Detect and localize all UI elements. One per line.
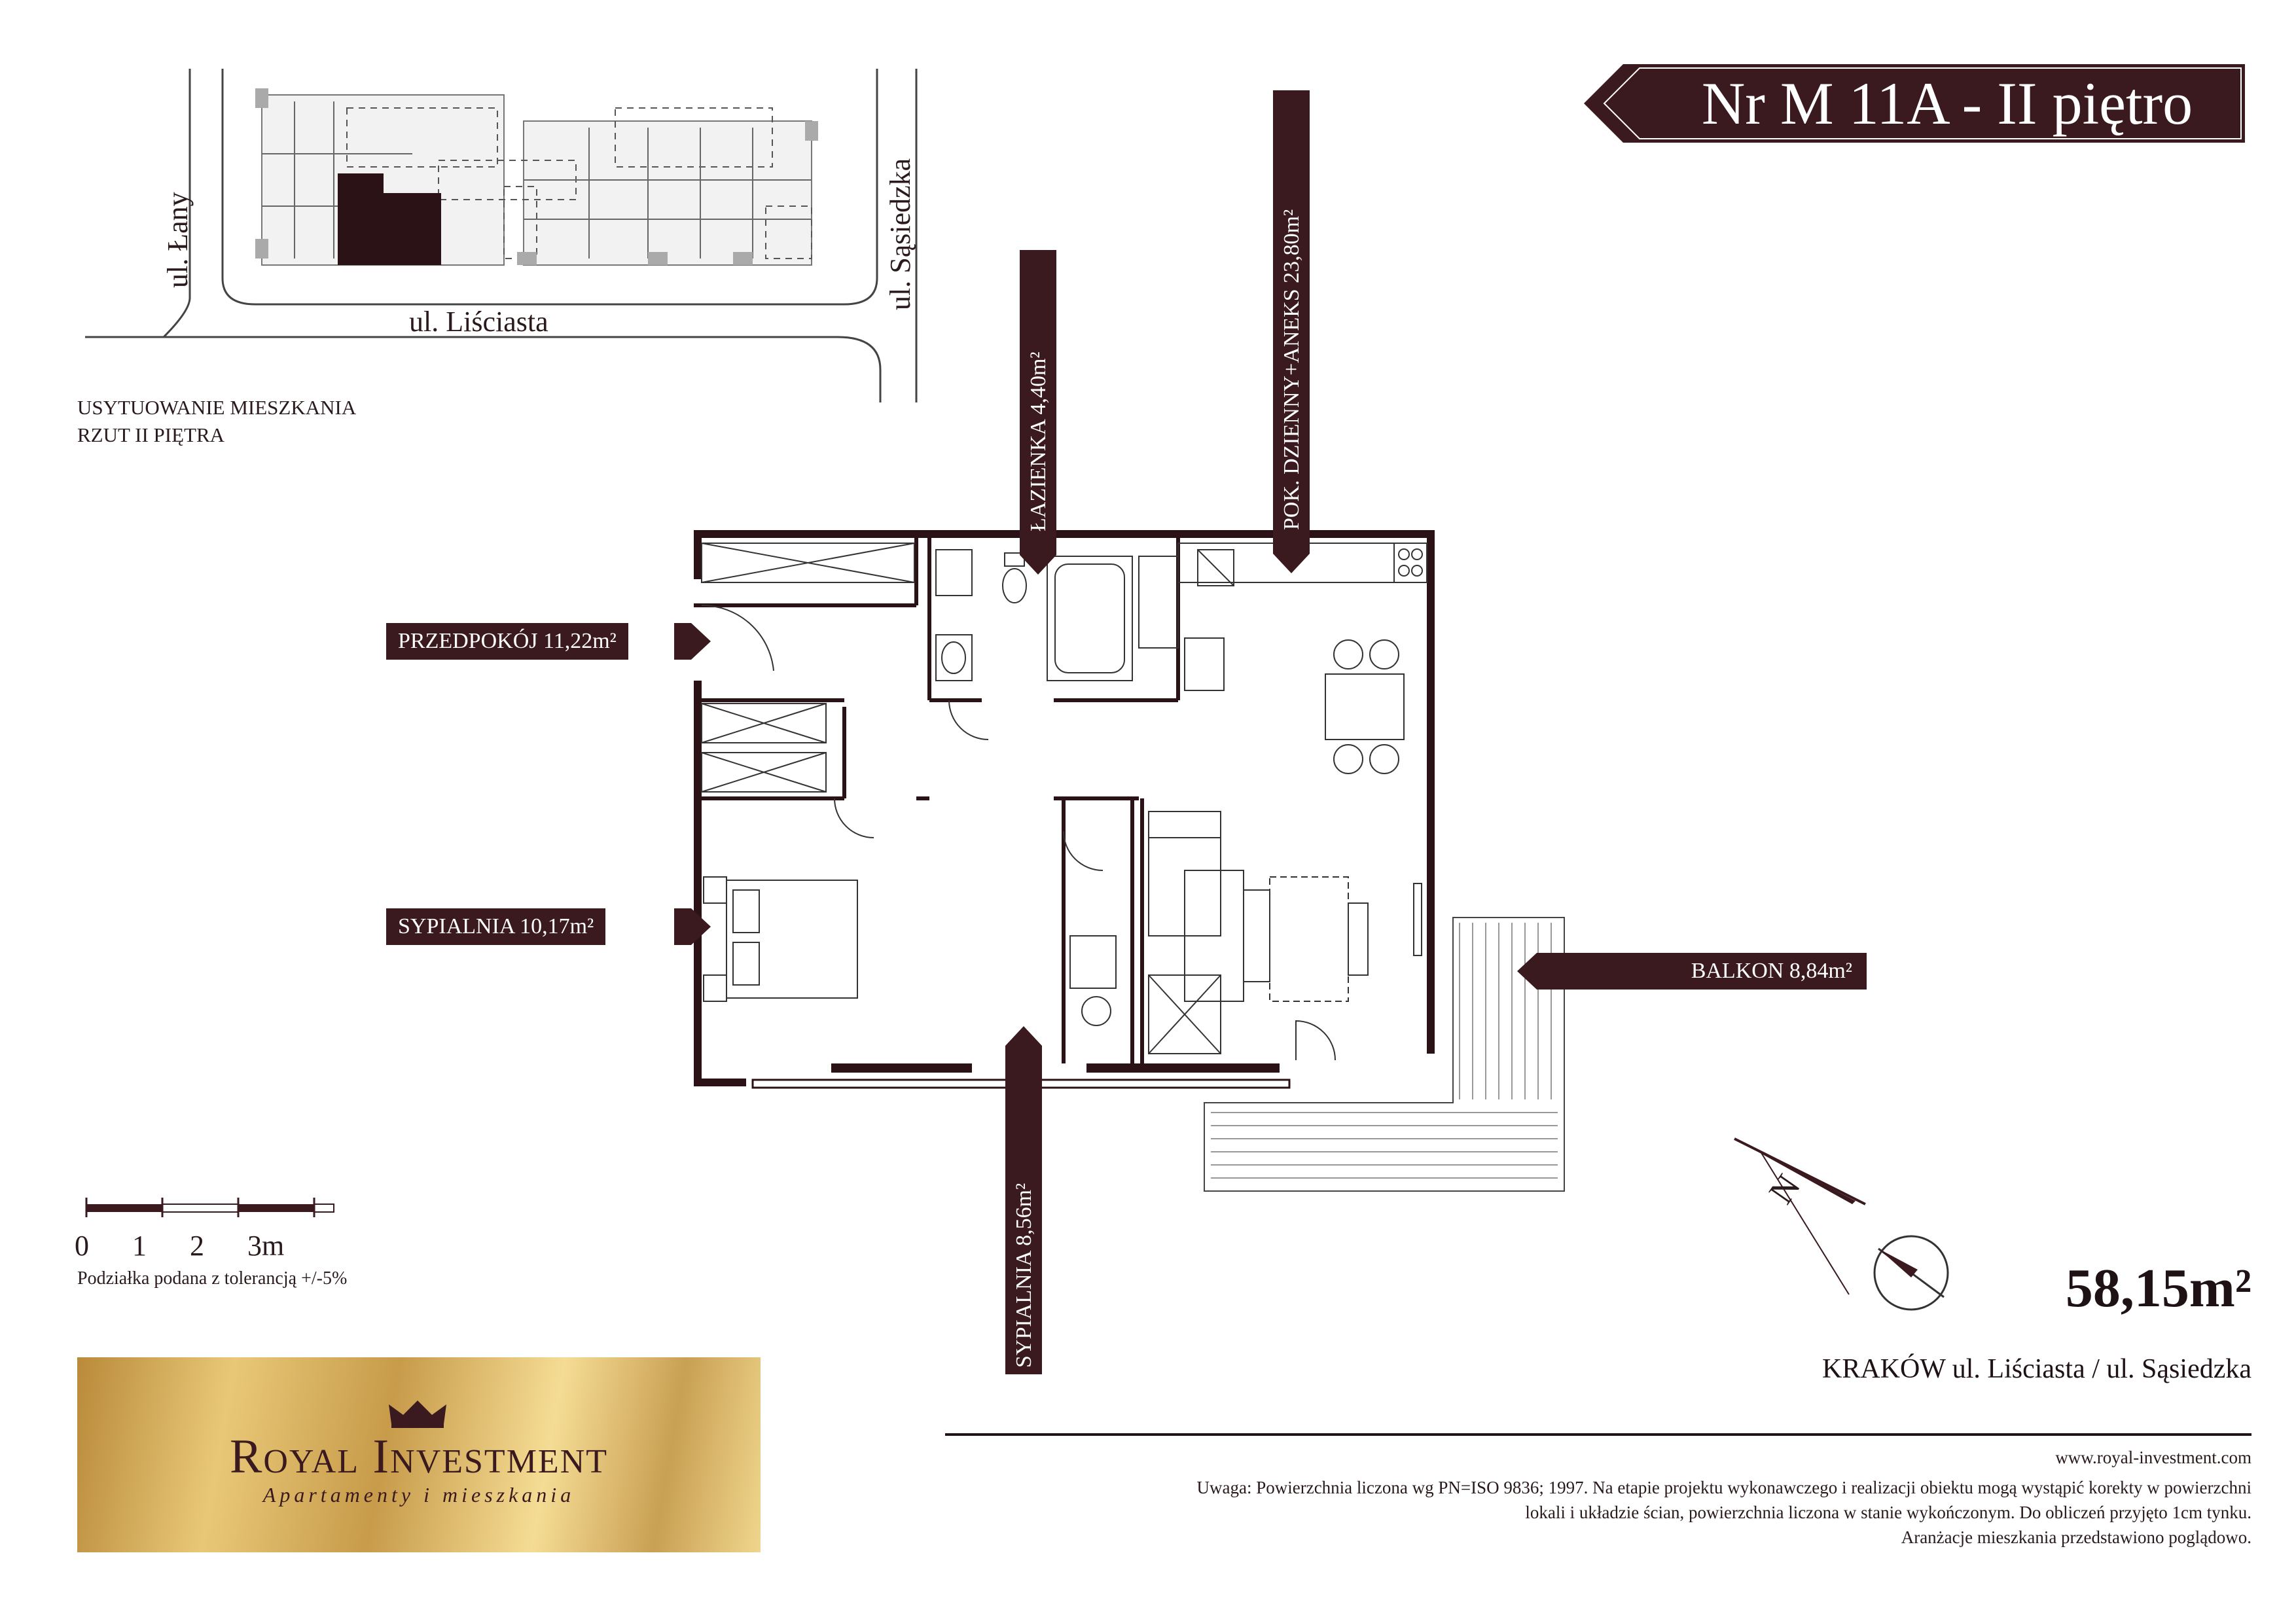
street-label-sasiedzka: ul. Sąsiedzka: [884, 158, 916, 310]
label-hallway-text: PRZEDPOKÓJ 11,22m²: [398, 629, 617, 653]
label-bedroom1: SYPIALNIA 10,17m²: [386, 908, 606, 945]
scale-bar: [85, 1198, 334, 1217]
label-bedroom2-arrow: [1005, 1026, 1042, 1063]
label-bathroom: ŁAZIENKA 4,40m²: [1020, 250, 1056, 538]
label-balcony-arrow: [1517, 953, 1554, 990]
footer-url[interactable]: www.royal-investment.com: [2055, 1448, 2251, 1467]
footer-divider: [945, 1433, 2251, 1436]
logo-name: Royal Investment: [229, 1430, 609, 1484]
title-banner: Nr M 11A - II piętro: [1584, 64, 2245, 143]
label-bedroom1-arrow: [674, 908, 711, 945]
footer-note: Uwaga: Powierzchnia liczona wg PN=ISO 98…: [851, 1475, 2252, 1550]
balcony: [1204, 917, 1565, 1192]
footer-note-line-3: Aranżacje mieszkania przedstawiono poglą…: [1901, 1527, 2251, 1547]
label-hallway-arrow: [674, 623, 711, 660]
crown-icon: [389, 1400, 446, 1428]
label-bathroom-arrow: [1020, 538, 1056, 575]
logo-tagline: Apartamenty i mieszkania: [262, 1483, 575, 1507]
scale-note: Podziałka podana z tolerancją +/-5%: [77, 1268, 348, 1289]
label-living-arrow: [1273, 537, 1310, 573]
street-label-lisciasta: ul. Liściasta: [409, 306, 548, 338]
apartment-highlight: [338, 193, 441, 265]
footer-note-line-1: Uwaga: Powierzchnia liczona wg PN=ISO 98…: [1196, 1478, 2252, 1497]
label-living-text: POK. DZIENNY+ANEKS 23,80m²: [1280, 209, 1304, 530]
label-bedroom1-text: SYPIALNIA 10,17m²: [398, 914, 594, 938]
page-title: Nr M 11A - II piętro: [1701, 70, 2193, 137]
royal-investment-logo: Royal Investment Apartamenty i mieszkani…: [77, 1357, 761, 1552]
label-bedroom2-text: SYPIALNIA 8,56m²: [1012, 1183, 1036, 1368]
scale-ticks: 0 1 2 3m: [75, 1230, 285, 1262]
label-bedroom2: SYPIALNIA 8,56m²: [1005, 1061, 1042, 1374]
location-caption-2: RZUT II PIĘTRA: [77, 423, 225, 446]
compass-icon: [1734, 1137, 1949, 1311]
location-map: [85, 69, 918, 402]
address: KRAKÓW ul. Liściasta / ul. Sąsiedzka: [1822, 1354, 2251, 1384]
label-living: POK. DZIENNY+ANEKS 23,80m²: [1273, 90, 1310, 537]
floor-plan: [694, 530, 1565, 1192]
location-caption-1: USYTUOWANIE MIESZKANIA: [77, 396, 357, 419]
street-label-lany: ul. Łany: [162, 192, 194, 288]
label-bathroom-text: ŁAZIENKA 4,40m²: [1026, 351, 1050, 531]
footer-note-line-2: lokali i układzie ścian, powierzchnia li…: [1525, 1503, 2251, 1522]
label-balcony-text: BALKON 8,84m²: [1691, 959, 1852, 983]
title-banner-shape: [1584, 64, 2245, 143]
label-hallway: PRZEDPOKÓJ 11,22m²: [386, 623, 628, 660]
label-balcony: BALKON 8,84m²: [1551, 953, 1867, 990]
total-area: 58,15m²: [2065, 1258, 2251, 1319]
